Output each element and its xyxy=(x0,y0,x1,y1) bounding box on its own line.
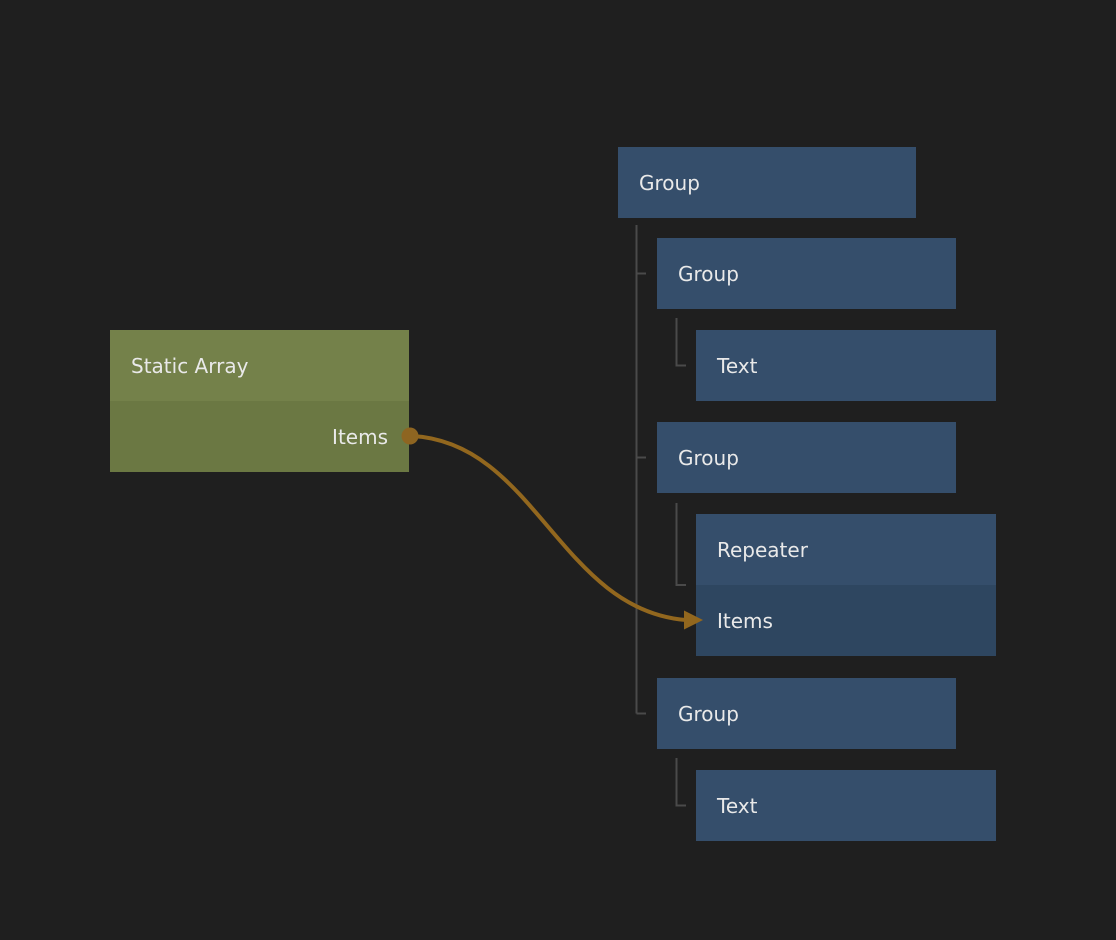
group-child-1-header[interactable]: Group xyxy=(657,238,956,309)
node-static-array[interactable]: Static Array Items xyxy=(110,330,409,472)
group-child-1-title: Group xyxy=(678,261,739,286)
text-child-2-header[interactable]: Text xyxy=(696,770,996,841)
text-child-2-title: Text xyxy=(717,793,758,818)
node-group-child-2[interactable]: Group xyxy=(657,422,956,493)
tree-line-repeater xyxy=(675,503,686,586)
connection-edge-path[interactable] xyxy=(410,434,688,622)
text-child-1-header[interactable]: Text xyxy=(696,330,996,401)
static-array-header[interactable]: Static Array xyxy=(110,330,409,401)
group-child-2-header[interactable]: Group xyxy=(657,422,956,493)
node-group-root[interactable]: Group xyxy=(618,147,916,218)
group-root-header[interactable]: Group xyxy=(618,147,916,218)
tree-line-text-child-1 xyxy=(675,318,686,367)
group-root-title: Group xyxy=(639,170,700,195)
group-child-3-title: Group xyxy=(678,701,739,726)
node-text-child-1[interactable]: Text xyxy=(696,330,996,401)
repeater-title: Repeater xyxy=(717,537,808,562)
static-array-output-port-label: Items xyxy=(332,424,388,449)
tree-line-text-child-2 xyxy=(675,758,686,807)
static-array-items-row[interactable]: Items xyxy=(110,401,409,472)
group-child-2-title: Group xyxy=(678,445,739,470)
node-repeater[interactable]: Repeater Items xyxy=(696,514,996,656)
repeater-header[interactable]: Repeater xyxy=(696,514,996,585)
node-group-child-1[interactable]: Group xyxy=(657,238,956,309)
repeater-items-row[interactable]: Items xyxy=(696,585,996,656)
node-text-child-2[interactable]: Text xyxy=(696,770,996,841)
repeater-input-port-label: Items xyxy=(717,608,773,633)
node-group-child-3[interactable]: Group xyxy=(657,678,956,749)
text-child-1-title: Text xyxy=(717,353,758,378)
group-child-3-header[interactable]: Group xyxy=(657,678,956,749)
static-array-title: Static Array xyxy=(131,353,249,378)
